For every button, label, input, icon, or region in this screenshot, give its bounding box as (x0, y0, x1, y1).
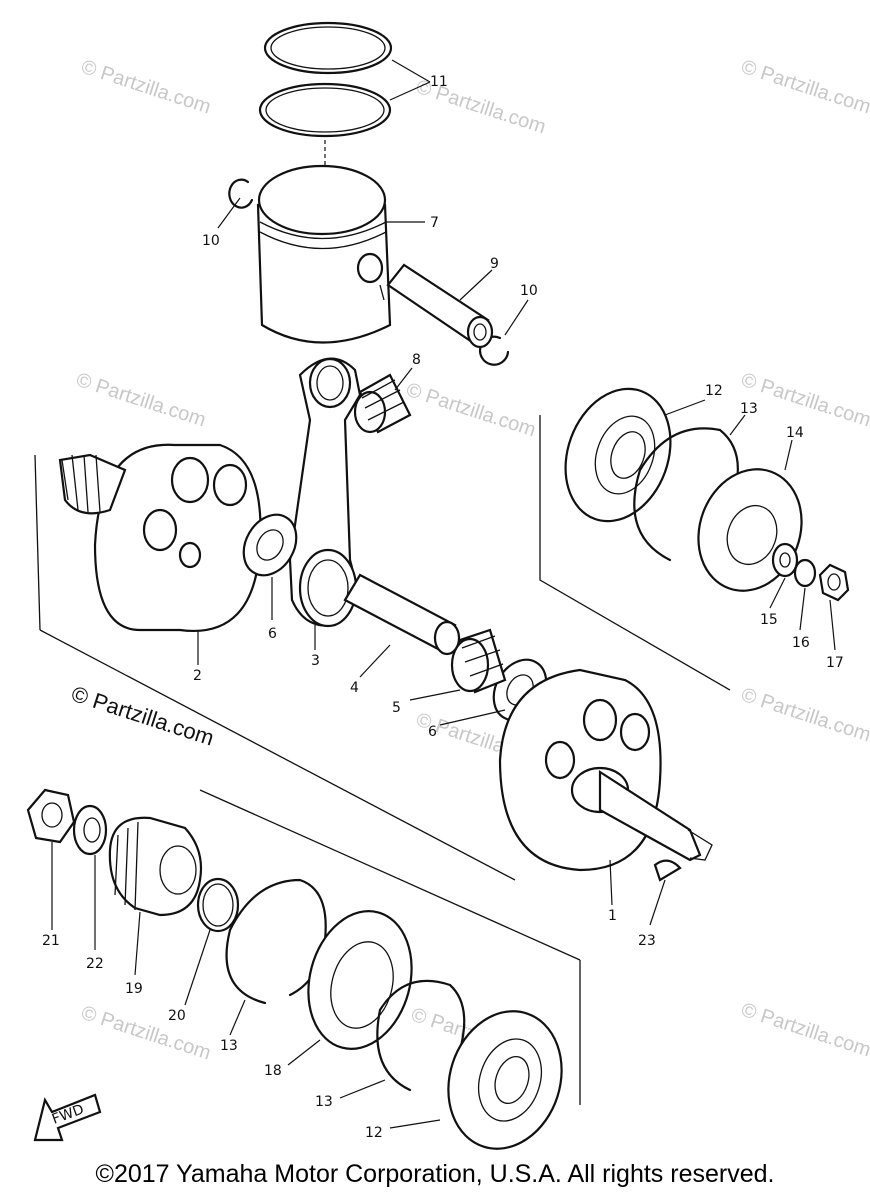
watermark-main-text: © Partzilla.com (68, 681, 217, 751)
callout-19: 19 (125, 981, 143, 997)
callout-10: 10 (520, 283, 538, 299)
lower-group-outline (199, 789, 581, 1105)
callout-14: 14 (786, 425, 804, 441)
watermark-text: © Partzilla.com (403, 379, 538, 442)
callout-13: 13 (740, 401, 758, 417)
callout-12: 12 (705, 383, 723, 399)
watermark-text: © Partzilla.com (738, 56, 870, 119)
callout-16: 16 (792, 635, 810, 651)
callout-17: 17 (826, 655, 844, 671)
callout-15: 15 (760, 612, 778, 628)
callout-numbers: 11 10 7 9 10 8 12 13 14 15 16 17 2 6 3 4… (42, 74, 844, 1141)
callout-6: 6 (428, 724, 437, 740)
oil-seal-lower (307, 910, 413, 1050)
callout-10: 10 (202, 233, 220, 249)
o-ring (196, 877, 240, 933)
callout-22: 22 (86, 956, 104, 972)
callout-5: 5 (392, 700, 401, 716)
callout-18: 18 (264, 1063, 282, 1079)
connecting-rod (288, 357, 362, 628)
watermark-text: © Partzilla.com (78, 1002, 213, 1065)
callout-23: 23 (638, 933, 656, 949)
callout-13: 13 (315, 1094, 333, 1110)
lower-washer (72, 804, 108, 856)
leader-lines (51, 197, 836, 1129)
right-group-outline (34, 415, 731, 881)
nut-lower (26, 788, 76, 844)
fwd-arrow-icon: FWD (33, 1093, 102, 1142)
callout-11: 11 (430, 74, 448, 90)
bearing-upper (564, 387, 672, 523)
washer (771, 542, 799, 578)
callout-8: 8 (412, 352, 421, 368)
callout-12: 12 (365, 1125, 383, 1141)
watermark-text: © Partzilla.com (738, 684, 870, 747)
callout-13: 13 (220, 1038, 238, 1054)
callout-1: 1 (608, 908, 617, 924)
big-end-bearing (450, 628, 507, 694)
callout-2: 2 (193, 668, 202, 684)
piston (256, 164, 392, 344)
crank-pin (343, 573, 461, 656)
thrust-washer-left (242, 513, 298, 577)
watermark-text: © Partzilla.com (738, 369, 870, 432)
watermark-text: © Partzilla.com (78, 56, 213, 119)
small-end-bearing (353, 373, 412, 434)
watermark-text: © Partzilla.com (73, 369, 208, 432)
callout-21: 21 (42, 933, 60, 949)
circlip-upper (633, 427, 739, 562)
piston-rings (258, 21, 431, 165)
right-crank-half (498, 668, 713, 872)
watermark-text: © Partzilla.com (738, 999, 870, 1062)
callout-3: 3 (311, 653, 320, 669)
nut-right (818, 563, 850, 602)
lock-washer (793, 558, 817, 588)
piston-pin (386, 263, 494, 349)
copyright-notice: ©2017 Yamaha Motor Corporation, U.S.A. A… (95, 1160, 775, 1188)
left-crank-half (58, 443, 262, 633)
primary-drive-gear (108, 816, 203, 917)
woodruff-key (653, 859, 682, 882)
callout-7: 7 (430, 215, 439, 231)
callout-6: 6 (268, 626, 277, 642)
circlip-lower (376, 979, 466, 1092)
bearing-lower (447, 1010, 563, 1150)
callout-4: 4 (350, 680, 359, 696)
callout-9: 9 (490, 256, 499, 272)
callout-20: 20 (168, 1008, 186, 1024)
